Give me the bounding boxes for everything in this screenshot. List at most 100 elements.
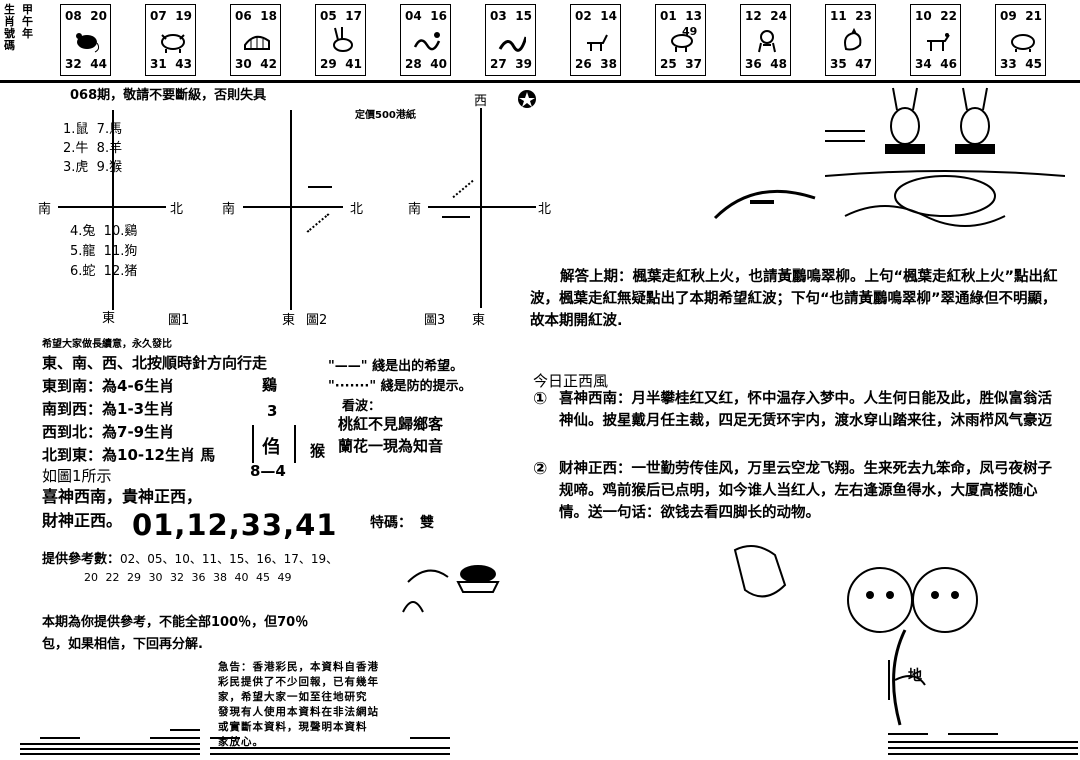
zodiac-item: 11.狗 xyxy=(103,244,138,259)
dotted-line xyxy=(306,213,330,233)
zodiac-number: 43 xyxy=(175,57,192,71)
zodiac-item: 4.兔 xyxy=(70,224,96,239)
zodiac-item: 5.龍 xyxy=(70,244,96,259)
zodiac-number: 33 xyxy=(1000,57,1017,71)
zodiac-number: 35 xyxy=(830,57,847,71)
zodiac-number: 22 xyxy=(940,9,957,23)
zodiac-number: 30 xyxy=(235,57,252,71)
zodiac-number: 15 xyxy=(515,9,532,23)
zodiac-number: 42 xyxy=(260,57,277,71)
earth-label: 地 xyxy=(908,668,922,684)
dotted-line xyxy=(452,179,474,199)
zodiac-item: 3.虎 xyxy=(63,160,89,175)
zodiac-number: 07 xyxy=(150,9,167,23)
zodiac-number: 20 xyxy=(90,9,107,23)
zodiac-number: 40 xyxy=(430,57,447,71)
zodiac-number: 18 xyxy=(260,9,277,23)
zodiac-item: 1.鼠 xyxy=(63,122,89,137)
compass-north: 北 xyxy=(170,202,184,217)
figure-2: 南 北 東 圖2 xyxy=(218,110,378,328)
header-label-year: 甲午年 xyxy=(22,3,33,40)
tiger-icon xyxy=(243,27,271,53)
solid-line xyxy=(442,216,470,218)
dog-icon xyxy=(923,27,951,53)
today-wind: 今日正西風 xyxy=(533,372,609,390)
monkey-label: 猴 xyxy=(310,442,326,460)
zodiac-number: 01 xyxy=(660,9,677,23)
zodiac-number: 12 xyxy=(745,9,762,23)
price-note: 定價500港紙 xyxy=(355,110,416,121)
main-numbers: 01,12,33,41 xyxy=(132,508,338,542)
stamp-icon xyxy=(514,88,540,110)
header-divider xyxy=(0,80,1080,83)
figure-2-caption: 圖2 xyxy=(306,313,328,328)
zodiac-number: 11 xyxy=(830,9,847,23)
zodiac-list-a: 1.鼠 7.馬 2.牛 8.羊 3.虎 9.猴 xyxy=(63,120,122,177)
zodiac-number: 26 xyxy=(575,57,592,71)
direction-table: 東到南：為4-6生肖 南到西：為1-3生肖 西到北：為7-9生肖 北到東：為10… xyxy=(42,375,215,467)
figure-1-caption: 圖1 xyxy=(168,313,190,328)
compass-east: 東 xyxy=(282,313,296,328)
number-three: 3 xyxy=(267,402,278,420)
zodiac-extra-number: 49 xyxy=(682,25,698,38)
zodiac-item: 2.牛 xyxy=(63,141,89,156)
compass-south: 南 xyxy=(222,202,236,217)
monkey-cartoon xyxy=(695,530,1025,730)
zodiac-number: 08 xyxy=(65,9,82,23)
reference-numbers-2: 20 22 29 30 32 36 38 40 45 49 xyxy=(84,571,292,584)
zodiac-item: 10.鷄 xyxy=(103,224,138,239)
pig-icon xyxy=(1008,27,1036,53)
special-code: 特碼：雙 xyxy=(370,515,434,531)
wish-note: 希望大家做長續意，永久發比 xyxy=(42,339,172,350)
ox-icon xyxy=(158,27,186,53)
zodiac-number: 16 xyxy=(430,9,447,23)
direction-row: 西到北：為7-9生肖 xyxy=(42,423,175,441)
rabbit-cartoon xyxy=(824,86,1066,246)
monkey-icon xyxy=(753,27,781,53)
decorative-wave-right xyxy=(888,712,1078,756)
figure-3-caption: 圖3 xyxy=(424,313,446,328)
zodiac-number: 24 xyxy=(770,9,787,23)
poem-paragraph-2: ② 财神正西：一世勤劳传佳风，万里云空龙飞翔。生来死去九笨命，凤弓夜树子规啼。鸡… xyxy=(533,459,1052,521)
zodiac-item: 9.猴 xyxy=(96,160,123,175)
zodiac-number: 06 xyxy=(235,9,252,23)
rooster-icon xyxy=(838,27,866,53)
zodiac-number: 19 xyxy=(175,9,192,23)
rabbit-icon xyxy=(328,27,356,53)
zodiac-number: 41 xyxy=(345,57,362,71)
tree-trunk xyxy=(888,660,890,700)
answer-paragraph: 解答上期：楓葉走紅秋上火，也請黃鸝鳴翠柳。上句“楓葉走紅秋上火”點出紅波，楓葉走… xyxy=(530,269,1058,329)
zodiac-number: 02 xyxy=(575,9,592,23)
zodiac-number: 45 xyxy=(1025,57,1042,71)
zodiac-number: 27 xyxy=(490,57,507,71)
rat-icon xyxy=(73,27,101,53)
direction-row: 南到西：為1-3生肖 xyxy=(42,400,175,418)
poem-line-2: 蘭花一現為知音 xyxy=(338,437,444,455)
chef-cartoon xyxy=(398,552,518,622)
symbol-char: 㑇 xyxy=(262,437,280,458)
zodiac-item: 8.羊 xyxy=(96,141,123,156)
zodiac-item: 6.蛇 xyxy=(70,264,96,279)
zodiac-number: 10 xyxy=(915,9,932,23)
zodiac-number: 37 xyxy=(685,57,702,71)
zodiac-number: 39 xyxy=(515,57,532,71)
header-label-numbers: 生肖號碼 xyxy=(4,3,15,52)
poem-line-1: 桃紅不見歸鄉客 xyxy=(338,415,444,433)
horse-icon xyxy=(583,27,611,53)
snake-icon xyxy=(498,27,528,53)
chicken-label: 鷄 xyxy=(262,376,278,394)
zodiac-number: 31 xyxy=(150,57,167,71)
zodiac-number: 29 xyxy=(320,57,337,71)
compass-west: 西 xyxy=(474,94,488,109)
axis-v xyxy=(112,110,114,310)
reference-numbers: 提供參考數：02、05、10、11、15、16、17、19、 xyxy=(42,552,339,567)
score-text: 8—4 xyxy=(250,462,286,480)
look-label: 看波： xyxy=(342,399,382,414)
